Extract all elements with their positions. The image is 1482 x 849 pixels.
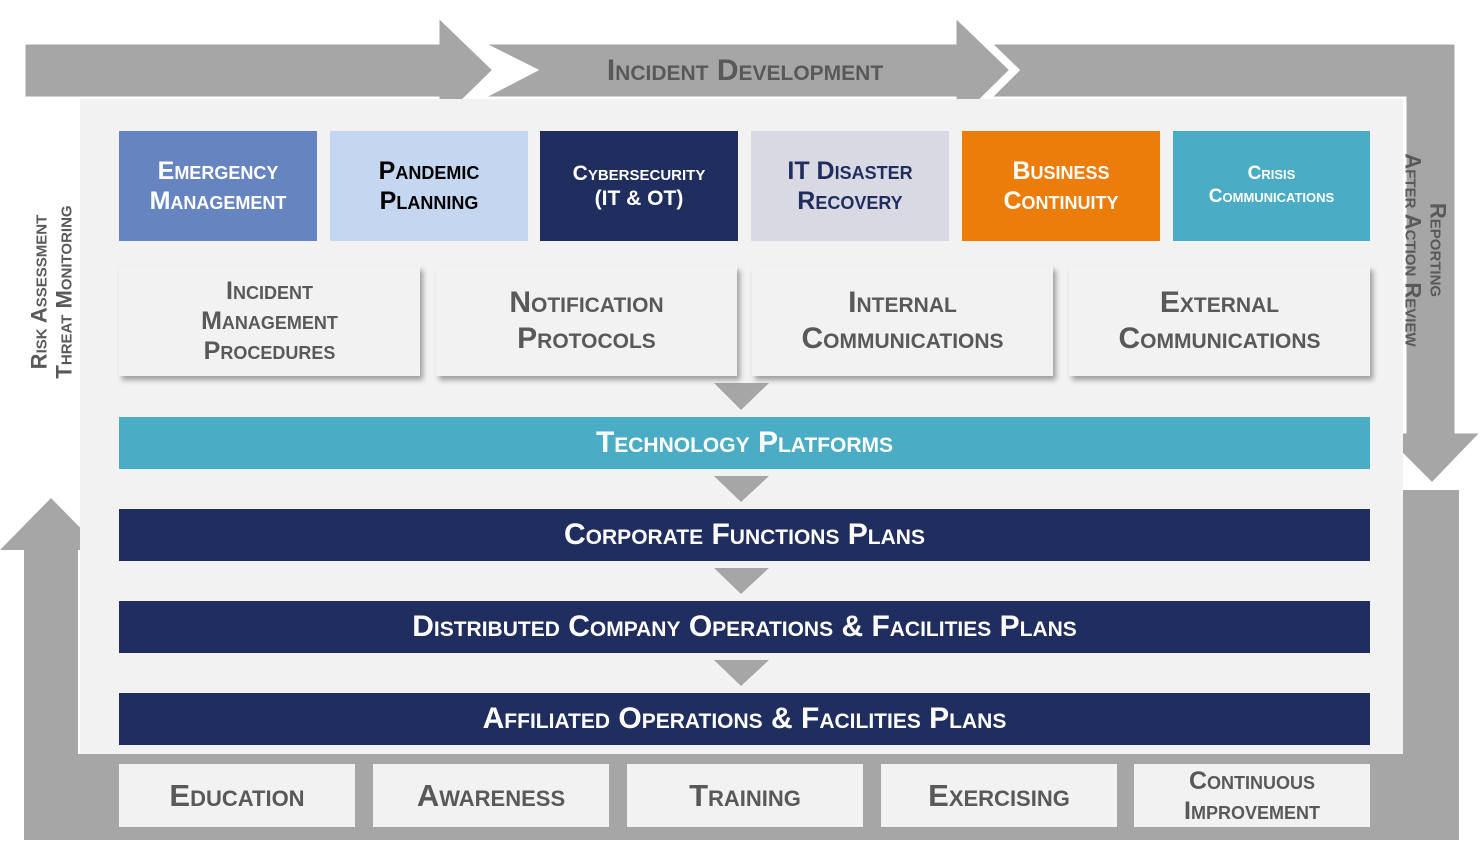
program-line: Crisis <box>1247 163 1296 185</box>
band-corporate-functions: Corporate Functions Plans <box>119 509 1370 561</box>
program-line: (IT & OT) <box>594 187 684 210</box>
reporting-label: Reporting <box>1425 202 1451 298</box>
procedure-line: Communications <box>801 322 1004 355</box>
left-side-labels: Risk Assessment Threat Monitoring <box>27 205 78 378</box>
band-label: Affiliated Operations & Facilities Plans <box>482 702 1007 735</box>
program-line: Management <box>149 187 287 215</box>
procedure-line: Protocols <box>517 322 656 355</box>
right-side-labels: Reporting After Action Review <box>1400 153 1451 347</box>
bottom-training: Training <box>627 764 863 827</box>
bottom-line: Exercising <box>928 777 1070 813</box>
threat-monitoring-label: Threat Monitoring <box>52 205 77 379</box>
program-line: Cybersecurity <box>572 161 706 185</box>
down-chevron-3 <box>714 568 769 594</box>
procedure-line: Procedures <box>203 337 336 365</box>
procedure-line: Notification <box>509 286 664 319</box>
program-line: Communications <box>1208 186 1335 207</box>
band-label: Corporate Functions Plans <box>564 518 925 551</box>
band-label: Distributed Company Operations & Facilit… <box>412 610 1077 643</box>
program-line: IT Disaster <box>787 157 913 185</box>
program-line: Emergency <box>157 157 279 185</box>
procedure-line: Communications <box>1118 322 1321 355</box>
program-line: Pandemic <box>378 157 480 185</box>
down-chevron-1 <box>714 383 769 410</box>
band-label: Technology Platforms <box>595 426 894 459</box>
band-distributed-operations: Distributed Company Operations & Facilit… <box>119 601 1370 653</box>
program-line: Recovery <box>797 187 903 215</box>
bottom-line: Training <box>689 777 801 813</box>
procedure-line: Incident <box>226 277 313 305</box>
procedure-line: Internal <box>848 286 957 319</box>
bottom-education: Education <box>119 764 355 827</box>
program-line: Business <box>1012 157 1110 185</box>
program-line: Continuity <box>1003 187 1119 215</box>
procedure-line: External <box>1159 286 1280 319</box>
incident-development-title: Incident Development <box>606 54 884 87</box>
bottom-line: Awareness <box>416 777 566 813</box>
risk-assessment-label: Risk Assessment <box>26 214 52 370</box>
bottom-awareness: Awareness <box>373 764 609 827</box>
program-cybersecurity: Cybersecurity(IT & OT) <box>540 131 738 241</box>
procedure-line: Management <box>201 307 338 335</box>
band-affiliated-operations: Affiliated Operations & Facilities Plans <box>119 693 1370 745</box>
band-technology-platforms: Technology Platforms <box>119 417 1370 469</box>
program-line: Planning <box>379 187 479 215</box>
bottom-line: Continuous <box>1188 766 1316 795</box>
bottom-line: Education <box>169 777 305 813</box>
after-action-review-label: After Action Review <box>1400 153 1425 347</box>
top-left-arrow <box>22 12 497 129</box>
bottom-line: Improvement <box>1184 796 1320 825</box>
bottom-exercising: Exercising <box>881 764 1117 827</box>
down-chevron-2 <box>714 476 769 502</box>
down-chevron-4 <box>714 660 769 686</box>
